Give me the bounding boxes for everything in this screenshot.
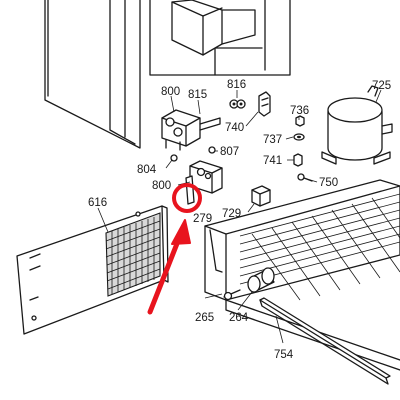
highlight-marker — [147, 183, 202, 315]
callout-264: 264 — [229, 312, 249, 324]
top-box-part — [171, 0, 256, 56]
screw-807 — [208, 146, 216, 154]
callout-804: 804 — [137, 164, 157, 176]
callout-800-upper: 800 — [161, 86, 180, 98]
callout-740: 740 — [225, 122, 244, 134]
base-pan-279 — [204, 179, 400, 371]
screw-265 — [223, 289, 241, 301]
compressor-725 — [321, 85, 393, 165]
cabinet-outline — [44, 0, 291, 149]
callout-741: 741 — [263, 155, 282, 167]
screw-804 — [170, 154, 178, 162]
callout-279: 279 — [193, 213, 212, 225]
leader-lines — [97, 89, 382, 344]
callout-265: 265 — [195, 312, 214, 324]
callout-807: 807 — [220, 146, 239, 158]
water-valve-800-upper — [161, 109, 221, 151]
callout-736: 736 — [290, 105, 309, 117]
callout-729: 729 — [222, 208, 241, 220]
clamp-740 — [258, 91, 271, 117]
part-736 — [295, 115, 305, 127]
strip-754 — [259, 297, 391, 385]
water-valve-800-lower — [185, 160, 223, 205]
part-741 — [293, 153, 303, 167]
callout-labels: 800 815 816 725 740 736 807 737 804 741 … — [88, 79, 391, 361]
highlight-arrow-shaft — [147, 233, 183, 315]
roller-264 — [247, 267, 275, 293]
callout-737: 737 — [263, 134, 282, 146]
grille-panel-616 — [16, 205, 169, 335]
callout-816: 816 — [227, 79, 246, 91]
highlight-arrow-head — [171, 219, 191, 245]
fitting-816 — [229, 99, 246, 109]
part-737 — [293, 133, 305, 141]
callout-725: 725 — [372, 80, 391, 92]
callout-750: 750 — [319, 177, 338, 189]
callout-754: 754 — [274, 349, 294, 361]
highlight-circle — [172, 183, 202, 213]
callout-815: 815 — [188, 89, 207, 101]
callout-616: 616 — [88, 197, 107, 209]
relay-729 — [251, 185, 271, 207]
callout-800-lower: 800 — [152, 180, 171, 192]
